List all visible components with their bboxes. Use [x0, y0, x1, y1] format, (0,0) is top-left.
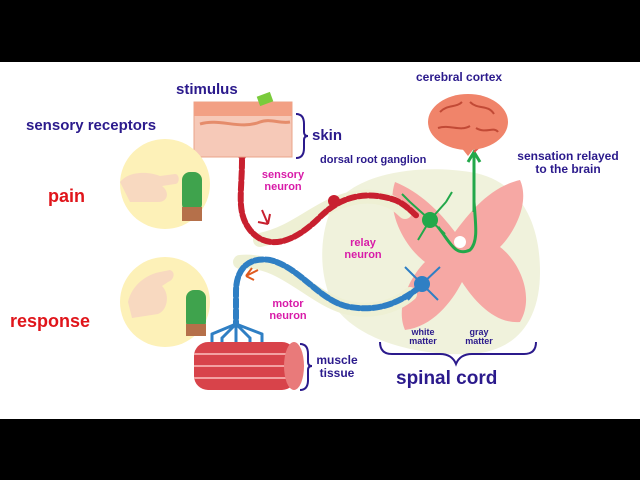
sensory-arrow — [257, 209, 271, 225]
gray-matter-line-1: gray — [469, 327, 489, 337]
muscle-tissue-line-2: tissue — [319, 365, 355, 380]
sensation-relayed-line-2: to the brain — [535, 161, 601, 176]
dorsal-root-ganglion-label: dorsal root ganglion — [320, 154, 427, 166]
white-matter-label: white matter — [400, 327, 446, 347]
brain-icon — [428, 94, 508, 156]
sensory-neuron-label: sensory neuron — [255, 169, 311, 193]
pain-label: pain — [48, 186, 86, 206]
relay-neuron-line-1: relay — [350, 237, 376, 249]
muscle-tissue-label: muscle tissue — [312, 354, 362, 379]
motor-arrow — [245, 267, 259, 281]
relay-neuron-line-2: neuron — [344, 248, 382, 261]
relay-neuron-axon — [436, 201, 478, 254]
relay-neuron-label: relay neuron — [338, 237, 388, 261]
skin-icon — [193, 101, 293, 158]
cactus-icon — [182, 172, 202, 221]
relay-neuron-dendrites — [401, 191, 453, 241]
motor-neuron-dendrites — [404, 266, 441, 301]
central-canal — [454, 236, 466, 248]
gray-matter-label: gray matter — [456, 327, 502, 347]
gray-matter-line-2: matter — [465, 336, 493, 347]
spinal-cord-label: spinal cord — [396, 368, 498, 389]
white-matter-line-2: matter — [409, 336, 437, 347]
motor-neuron-axon — [233, 256, 423, 327]
stimulus-marker-icon — [256, 91, 274, 107]
motor-neuron-line-2: neuron — [269, 309, 307, 322]
white-matter-line-1: white — [411, 327, 435, 337]
reflex-arc-diagram: stimulus sensory receptors skin pain res… — [0, 62, 640, 419]
sensory-receptors-label: sensory receptors — [26, 117, 157, 134]
response-label: response — [10, 311, 91, 331]
motor-neuron-line-1: motor — [272, 298, 304, 310]
spinal-cord-bracket — [379, 341, 537, 367]
sensory-neuron-axon — [237, 157, 421, 246]
muscle-icon — [194, 342, 304, 390]
cerebral-cortex-label: cerebral cortex — [416, 70, 503, 84]
skin-label: skin — [312, 127, 343, 144]
sensation-relayed-label: sensation relayed to the brain — [506, 150, 630, 175]
sensory-neuron-line-1: sensory — [261, 169, 305, 181]
dorsal-root-ganglion-cell — [328, 195, 340, 207]
cactus-icon-2 — [186, 290, 206, 336]
stimulus-label: stimulus — [176, 81, 238, 98]
sensory-neuron-line-2: neuron — [264, 180, 302, 193]
sensation-relayed-line-1: sensation relayed — [517, 149, 619, 163]
diagram-artwork — [120, 91, 540, 391]
muscle-bracket — [299, 343, 313, 391]
motor-neuron-label: motor neuron — [263, 298, 313, 322]
skin-bracket — [295, 113, 309, 159]
muscle-tissue-line-1: muscle — [316, 353, 358, 367]
